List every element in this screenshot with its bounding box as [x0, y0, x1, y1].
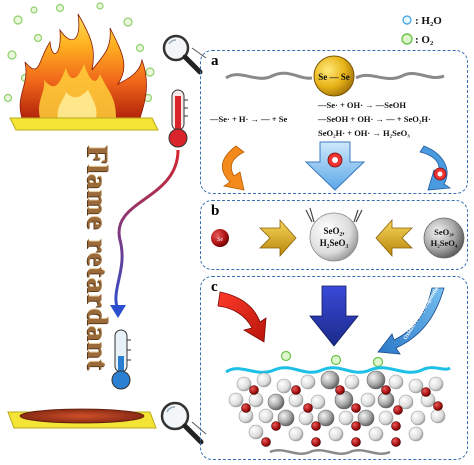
char-bottom-wave [269, 449, 391, 455]
oxygen-legend-label: : O₂ [415, 34, 434, 46]
panel-c-label: c [211, 279, 218, 295]
seo2-label-1: SeO₂, [324, 226, 345, 236]
reaction-1: —Se· + OH· → —SeOH [317, 100, 406, 110]
panel-a-orange-arrow [222, 145, 245, 191]
reaction-left: —Se· + H· → — + Se [209, 114, 287, 124]
panel-b-graphic: Se SeO₂, H₂SeO₃ SeO₃, H₂SeO₄ [211, 207, 465, 262]
panel-a-label: a [211, 53, 219, 69]
panel-c-blue-arrow [377, 287, 445, 355]
panel-c-oxygen-2 [330, 354, 342, 366]
water-legend-icon [402, 15, 412, 25]
flame-graphic [19, 13, 147, 119]
seo2-sphere [309, 212, 359, 262]
oxygen-legend-icon [401, 33, 413, 45]
legend-graphic: : H₂O : O₂ [401, 15, 442, 46]
se-sphere-label: Se [217, 237, 223, 243]
panel-c: c [200, 276, 468, 460]
se-se-sphere [313, 55, 355, 97]
char-surface-wave [225, 366, 451, 374]
panel-c-graphic: Oxidative dehydrogenation [217, 284, 451, 455]
panel-c-arrow-text: Oxidative dehydrogenation [403, 284, 442, 341]
panel-b-gold-arrow-left [375, 218, 413, 258]
panel-a: a [200, 50, 468, 194]
seo3-label-2: H₂SeO₄ [431, 238, 458, 248]
cold-thermometer-icon [111, 329, 131, 390]
reaction-2: —SeOH + OH· → — + SeO₂H· [317, 114, 431, 124]
temperature-drop-curve [114, 149, 180, 311]
legend: : H₂O : O₂ [395, 8, 471, 48]
vertical-title-text: Flame retardant [81, 145, 114, 371]
particle-cluster [228, 370, 446, 447]
magnifier-top-icon [162, 34, 203, 75]
panel-b-gold-arrow-right [259, 218, 297, 258]
seo3-label-1: SeO₃, [434, 227, 454, 237]
char-substrate [7, 408, 157, 429]
panel-c-oxygen-3 [372, 356, 384, 368]
seo3-sphere [423, 217, 465, 259]
magnifier-bottom-icon [160, 401, 204, 445]
temperature-drop-arrowhead [110, 305, 126, 318]
left-scene [3, 2, 188, 429]
tweezer-icon-right [353, 209, 363, 223]
panel-b-label: b [211, 203, 220, 219]
se-sphere [211, 229, 229, 247]
se-se-label: Se — Se [318, 72, 350, 82]
panel-c-oxygen-1 [280, 350, 292, 362]
panel-b: b [200, 200, 468, 270]
water-legend-label: : H₂O [415, 15, 442, 27]
hot-thermometer-icon [168, 89, 188, 148]
panel-a-blue-arrow [419, 145, 452, 191]
panel-a-graphic: Se — Se —Se· + H· → — + Se —Se· + OH· → … [209, 55, 452, 191]
panel-c-navy-arrow [309, 285, 359, 347]
panel-c-red-arrow [217, 291, 267, 343]
seo2-label-2: H₂SeO₃ [320, 238, 349, 248]
top-substrate [9, 117, 159, 131]
reaction-3: SeO₂H· + OH· → H₂SeO₃ [318, 128, 410, 138]
tweezer-icon-left [305, 207, 315, 223]
